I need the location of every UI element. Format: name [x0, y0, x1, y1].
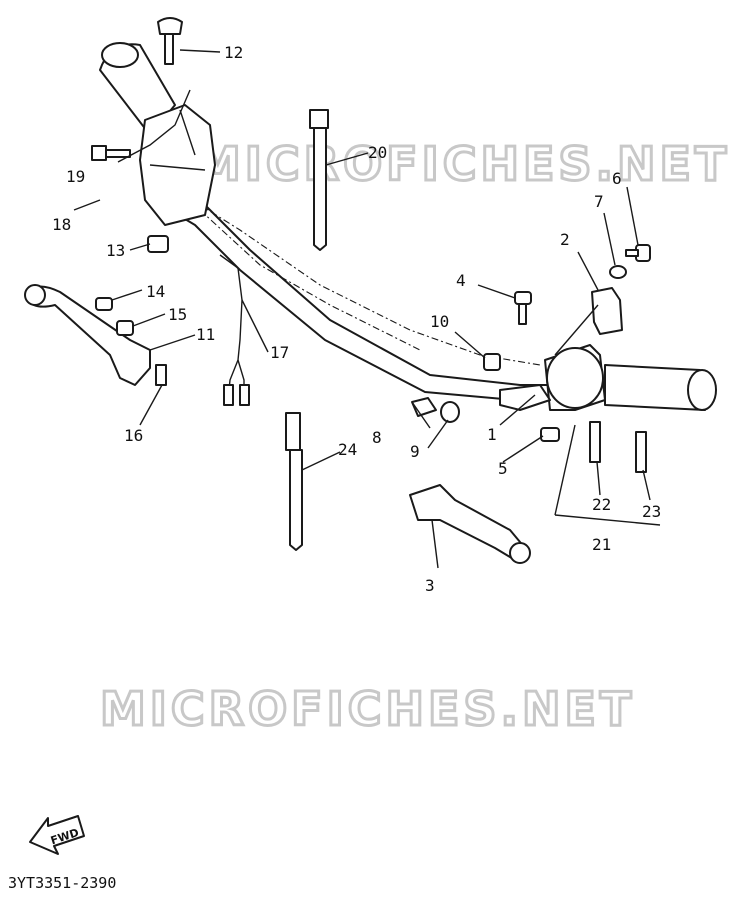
label-5: 5	[498, 459, 508, 478]
screw-12	[157, 17, 183, 65]
label-24: 24	[338, 440, 357, 459]
cable-tie-24	[285, 412, 303, 551]
label-4: 4	[456, 271, 466, 290]
bolt-14	[95, 297, 113, 311]
washer-7	[609, 265, 627, 279]
label-8: 8	[372, 428, 382, 447]
label-9: 9	[410, 442, 420, 461]
nut-13	[147, 235, 169, 253]
fwd-arrow-icon: FWD	[29, 815, 85, 855]
screw-6	[625, 244, 651, 262]
label-6: 6	[612, 169, 622, 188]
label-2: 2	[560, 230, 570, 249]
switch-2	[591, 287, 623, 335]
nut-5	[540, 427, 560, 442]
clutch-lever	[24, 284, 151, 386]
label-17: 17	[270, 343, 289, 362]
label-20: 20	[368, 143, 387, 162]
label-10: 10	[430, 312, 449, 331]
screw-16	[155, 364, 167, 386]
label-12: 12	[224, 43, 243, 62]
watermark-bottom: MICROFICHES.NET	[100, 682, 635, 736]
screw-19	[91, 145, 131, 161]
brake-lever	[409, 484, 531, 564]
bolt-4	[514, 291, 532, 325]
label-1: 1	[487, 425, 497, 444]
label-22: 22	[592, 495, 611, 514]
label-21: 21	[592, 535, 611, 554]
label-7: 7	[594, 192, 604, 211]
left-grip	[99, 42, 176, 136]
leader-lines	[73, 49, 661, 569]
screw-22	[589, 421, 601, 463]
screw-23	[635, 431, 647, 473]
part-labels: 1 2 3 4 5 6 7 8 9 10 11 12 13 14 15 16 1…	[52, 43, 661, 595]
right-grip	[604, 364, 717, 411]
label-14: 14	[146, 282, 165, 301]
cable-tie-20	[309, 109, 329, 251]
nut-10	[483, 353, 501, 371]
wire-harness-17	[219, 254, 250, 406]
left-switch-housing	[139, 104, 216, 226]
label-18: 18	[52, 215, 71, 234]
label-11: 11	[196, 325, 215, 344]
label-3: 3	[425, 576, 435, 595]
label-15: 15	[168, 305, 187, 324]
nut-15	[116, 320, 134, 336]
label-16: 16	[124, 426, 143, 445]
diagram-code: 3YT3351-2390	[8, 874, 116, 892]
right-throttle-housing	[544, 344, 606, 411]
watermark-top: MICROFICHES.NET	[195, 137, 730, 191]
washer-9	[440, 401, 460, 423]
lever-holder-right	[499, 384, 551, 411]
label-19: 19	[66, 167, 85, 186]
label-23: 23	[642, 502, 661, 521]
label-13: 13	[106, 241, 125, 260]
